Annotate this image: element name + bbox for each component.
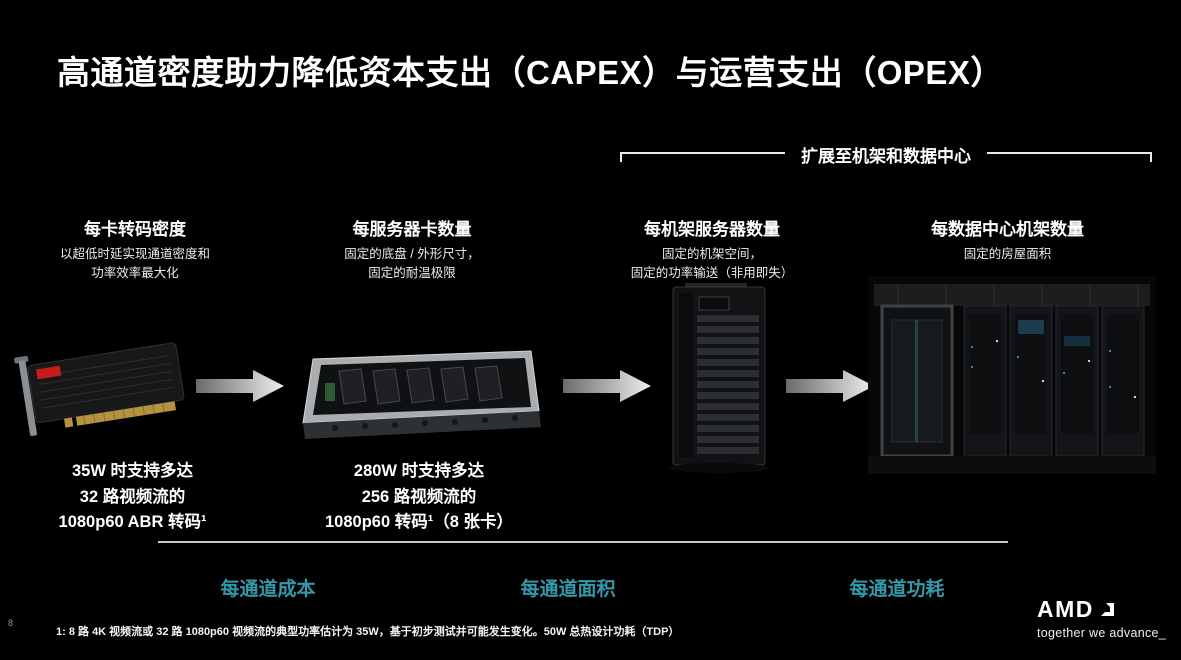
column-card-density: 每卡转码密度 以超低时延实现通道密度和 功率效率最大化	[15, 215, 255, 283]
server-caption: 280W 时支持多达 256 路视频流的 1080p60 转码¹（8 张卡）	[325, 462, 513, 532]
divider-line	[158, 541, 1008, 543]
column-header: 每机架服务器数量	[644, 220, 780, 239]
column-cards-per-server: 每服务器卡数量 固定的底盘 / 外形尺寸， 固定的耐温极限	[292, 215, 532, 283]
column-subtext: 以超低时延实现通道密度和 功率效率最大化	[59, 247, 210, 280]
column-subtext: 固定的房屋面积	[963, 247, 1052, 261]
amd-logo: AMD together we advance_	[1037, 596, 1166, 640]
column-header: 每服务器卡数量	[352, 220, 472, 239]
column-subtext: 固定的底盘 / 外形尺寸， 固定的耐温极限	[344, 247, 480, 280]
server-chassis-image	[302, 350, 541, 439]
column-servers-per-rack: 每机架服务器数量 固定的机架空间， 固定的功率输送（非用即失）	[583, 215, 841, 283]
scale-bracket: 扩展至机架和数据中心	[620, 142, 1152, 167]
bracket-line-right	[987, 152, 1152, 164]
flow-arrow-icon	[786, 370, 874, 402]
metric-cost-per-channel: 每通道成本	[220, 579, 316, 600]
amd-arrow-icon	[1100, 603, 1114, 616]
bracket-line-left	[620, 152, 785, 164]
server-rack-image	[669, 283, 769, 473]
slide-title: 高通道密度助力降低资本支出（CAPEX）与运营支出（OPEX）	[57, 54, 1004, 91]
flow-arrow-icon	[563, 370, 651, 402]
column-subtext: 固定的机架空间， 固定的功率输送（非用即失）	[630, 247, 794, 280]
flow-arrow-icon	[196, 370, 284, 402]
footnote: 1: 8 路 4K 视频流或 32 路 1080p60 视频流的典型功率估计为 …	[56, 626, 680, 638]
column-header: 每数据中心机架数量	[931, 220, 1084, 239]
amd-logotype: AMD	[1037, 596, 1094, 622]
pcie-card-image	[14, 342, 185, 436]
column-header: 每卡转码密度	[84, 220, 186, 239]
data-center-image	[868, 276, 1156, 474]
amd-tagline: together we advance_	[1037, 626, 1167, 640]
metric-area-per-channel: 每通道面积	[520, 579, 616, 600]
bracket-label: 扩展至机架和数据中心	[801, 147, 971, 166]
amd-badge	[35, 365, 62, 380]
column-racks-per-datacenter: 每数据中心机架数量 固定的房屋面积	[860, 215, 1155, 264]
page-number: 8	[8, 618, 14, 628]
metric-power-per-channel: 每通道功耗	[849, 579, 945, 600]
card-caption: 35W 时支持多达 32 路视频流的 1080p60 ABR 转码¹	[58, 462, 207, 532]
